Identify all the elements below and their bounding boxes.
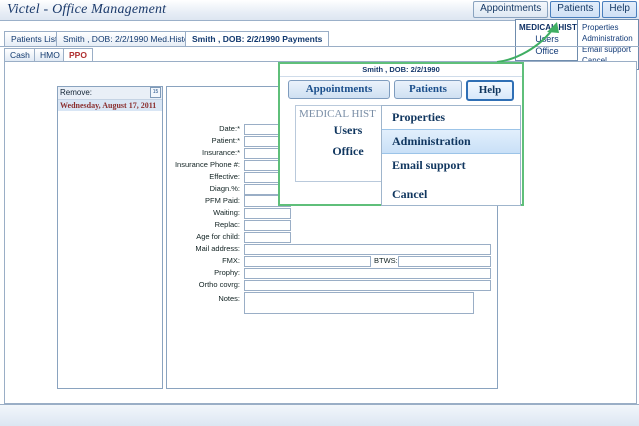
menu-patients[interactable]: Patients	[550, 1, 601, 18]
label-insurance: Insurance:*	[202, 148, 240, 157]
modal-help-button[interactable]: Help	[466, 80, 514, 101]
label-insurance-phone: Insurance Phone #:	[174, 160, 240, 169]
help-dropdown-item-cancel[interactable]: Cancel	[578, 55, 638, 66]
textarea-notes[interactable]	[244, 292, 474, 314]
label-fmx: FMX:	[222, 256, 240, 265]
green-arrow-annotation	[496, 22, 559, 63]
help-menu-item-administration[interactable]: Administration	[382, 129, 520, 154]
input-prophy[interactable]	[244, 268, 491, 279]
input-waiting[interactable]	[244, 208, 291, 219]
tab-payments[interactable]: Smith , DOB: 2/2/1990 Payments	[185, 31, 330, 46]
subtab-cash[interactable]: Cash	[4, 48, 36, 62]
help-dropdown-item-email-support[interactable]: Email support	[582, 45, 631, 54]
remove-label: Remove:	[60, 88, 93, 97]
patients-dropdown-item-users[interactable]: Users	[535, 34, 559, 44]
tab-strip: Patients List Smith , DOB: 2/2/1990 Med.…	[0, 31, 639, 47]
label-prophy: Prophy:	[214, 268, 240, 277]
calendar-icon[interactable]: 15	[150, 87, 161, 98]
top-menu-bar: Appointments Patients Help	[473, 1, 637, 18]
subtab-ppo[interactable]: PPO	[63, 48, 93, 62]
input-btws[interactable]	[398, 256, 491, 267]
label-mail-address: Mail address:	[195, 244, 240, 253]
menu-help[interactable]: Help	[602, 1, 637, 18]
modal-toolbar: Appointments Patients Help	[280, 77, 522, 101]
medical-history-dropdown-header: MEDICAL HIST	[299, 108, 376, 120]
remove-panel: Remove: 15 Wednesday, August 17, 2011	[57, 86, 163, 389]
label-date: Date:*	[219, 124, 240, 133]
medical-history-item-office[interactable]: Office	[332, 144, 364, 158]
patients-dropdown-header: MEDICAL HIST	[519, 23, 577, 32]
subtab-hmo[interactable]: HMO	[34, 48, 66, 62]
help-menu-item-cancel[interactable]: Cancel	[392, 187, 428, 201]
label-patient: Patient:*	[211, 136, 240, 145]
label-age-for-child: Age for child:	[196, 232, 240, 241]
label-btws: BTWS:	[374, 256, 398, 265]
help-dropdown-item-administration[interactable]: Administration	[582, 34, 633, 43]
help-menu-popup: Properties Administration Email support …	[381, 105, 521, 206]
title-bar: Victel - Office Management Appointments …	[0, 0, 639, 21]
label-diagn-pct: Diagn.%:	[209, 184, 240, 193]
label-waiting: Waiting:	[213, 208, 240, 217]
label-ortho-covrg: Ortho covrg:	[198, 280, 240, 289]
tab-med-history[interactable]: Smith , DOB: 2/2/1990 Med.History	[56, 31, 203, 46]
help-menu-item-properties[interactable]: Properties	[392, 110, 446, 124]
remove-date-value: Wednesday, August 17, 2011	[58, 100, 162, 111]
label-effective: Effective:	[209, 172, 240, 181]
input-replac[interactable]	[244, 220, 291, 231]
help-menu-item-email-support[interactable]: Email support	[392, 158, 466, 172]
label-pfm-paid: PFM Paid:	[204, 196, 240, 205]
app-title: Victel - Office Management	[7, 2, 167, 17]
menu-appointments[interactable]: Appointments	[473, 1, 549, 18]
label-notes: Notes:	[218, 294, 240, 303]
input-age-for-child[interactable]	[244, 232, 291, 243]
help-dropdown-item-properties[interactable]: Properties	[582, 23, 619, 32]
status-bar	[0, 404, 639, 426]
input-fmx[interactable]	[244, 256, 371, 267]
modal-appointments-button[interactable]: Appointments	[288, 80, 390, 99]
input-mail-address[interactable]	[244, 244, 491, 255]
modal-title: Smith , DOB: 2/2/1990	[280, 64, 522, 77]
modal-patients-button[interactable]: Patients	[394, 80, 462, 99]
remove-panel-header: Remove: 15	[58, 87, 162, 100]
medical-history-item-users[interactable]: Users	[333, 123, 363, 137]
patients-dropdown-item-office[interactable]: Office	[535, 46, 559, 56]
patients-dropdown-menu: MEDICAL HIST Users Office	[515, 19, 579, 61]
input-ortho-covrg[interactable]	[244, 280, 491, 291]
label-replac: Replac:	[214, 220, 240, 229]
